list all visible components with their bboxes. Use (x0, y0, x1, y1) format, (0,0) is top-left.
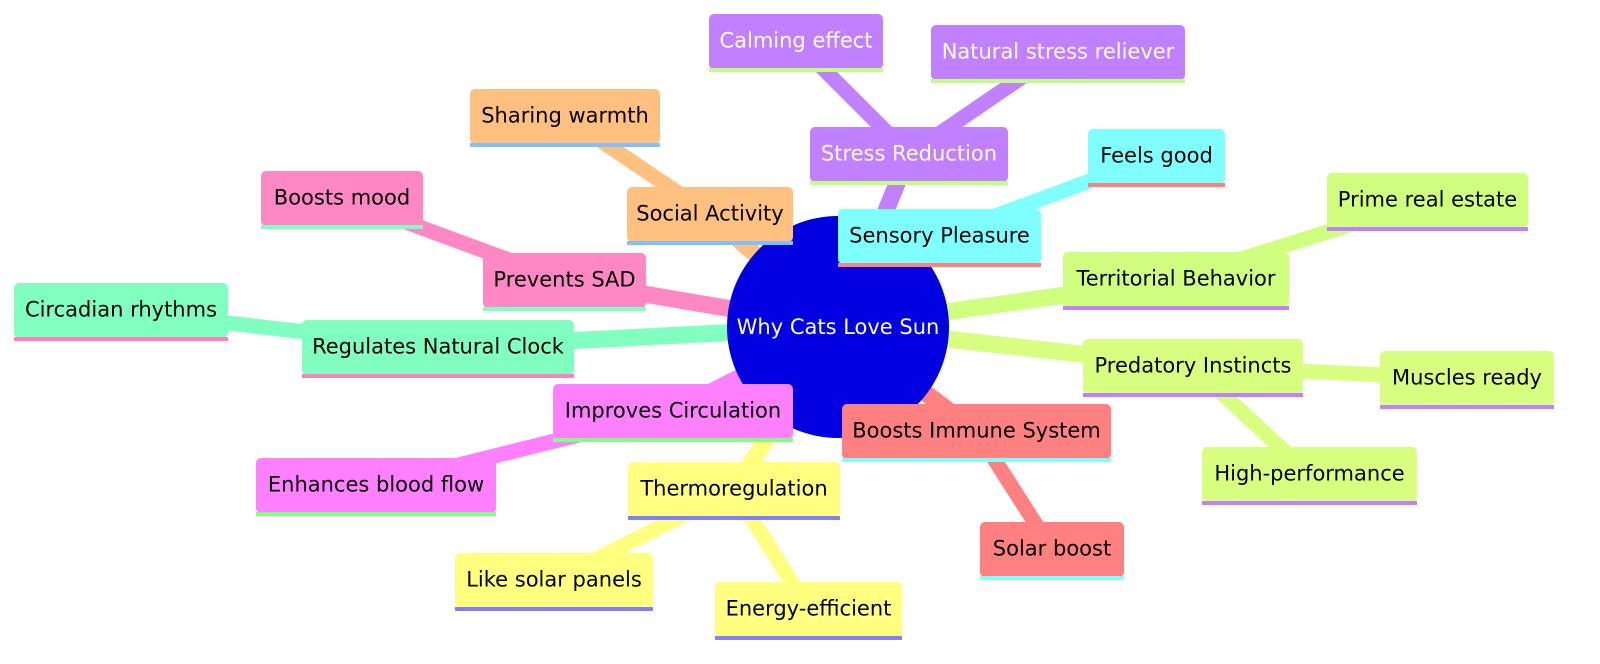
leaf-node-estate[interactable]: Prime real estate (1327, 173, 1528, 231)
node-label: Regulates Natural Clock (312, 335, 565, 359)
branch-node-stress[interactable]: Stress Reduction (810, 127, 1008, 185)
leaf-node-reliever[interactable]: Natural stress reliever (931, 25, 1185, 83)
node-label: Prime real estate (1338, 188, 1517, 212)
node-underline (842, 458, 1111, 462)
node-box (553, 384, 793, 439)
node-underline (810, 181, 1008, 185)
root-circle (727, 216, 949, 438)
node-label: Like solar panels (466, 568, 642, 592)
node-underline (256, 512, 496, 516)
leaf-node-warmth[interactable]: Sharing warmth (470, 89, 660, 147)
node-label: Stress Reduction (821, 142, 997, 166)
branch-node-social[interactable]: Social Activity (627, 187, 793, 245)
node-box (931, 25, 1185, 80)
branch-node-immune[interactable]: Boosts Immune System (842, 404, 1111, 462)
node-underline (627, 241, 793, 245)
branch-node-clock[interactable]: Regulates Natural Clock (302, 320, 574, 378)
node-underline (931, 79, 1185, 83)
leaf-node-performance[interactable]: High-performance (1202, 447, 1417, 505)
node-underline (709, 68, 883, 72)
node-box (627, 187, 793, 242)
node-label: Natural stress reliever (942, 40, 1175, 64)
node-label: Sensory Pleasure (849, 224, 1030, 248)
node-box (256, 458, 496, 513)
node-underline (1327, 227, 1528, 231)
node-box (1327, 173, 1528, 228)
node-label: Thermoregulation (639, 477, 827, 501)
node-label: Sharing warmth (481, 104, 649, 128)
node-box (709, 14, 883, 69)
node-label: Solar boost (993, 537, 1111, 561)
node-box (1083, 339, 1303, 394)
leaf-node-muscles[interactable]: Muscles ready (1380, 351, 1554, 409)
node-underline (261, 225, 423, 229)
node-label: Predatory Instincts (1095, 354, 1292, 378)
node-box (470, 89, 660, 144)
node-underline (1380, 405, 1554, 409)
branch-node-territorial[interactable]: Territorial Behavior (1063, 252, 1289, 310)
leaf-node-circadian[interactable]: Circadian rhythms (14, 283, 228, 341)
node-underline (470, 143, 660, 147)
node-underline (483, 307, 646, 311)
leaf-node-solar-boost[interactable]: Solar boost (980, 522, 1124, 580)
node-label: Improves Circulation (565, 399, 781, 423)
node-box (715, 582, 902, 637)
branch-node-sensory[interactable]: Sensory Pleasure (838, 209, 1041, 267)
node-box (14, 283, 228, 338)
node-label: Muscles ready (1392, 366, 1542, 390)
node-underline (14, 337, 228, 341)
node-label: High-performance (1214, 462, 1404, 486)
node-underline (628, 516, 840, 520)
leaf-node-calming[interactable]: Calming effect (709, 14, 883, 72)
leaf-node-blood[interactable]: Enhances blood flow (256, 458, 496, 516)
node-underline (553, 438, 793, 442)
leaf-node-energy[interactable]: Energy-efficient (715, 582, 902, 640)
node-box (628, 462, 840, 517)
leaf-node-feels[interactable]: Feels good (1088, 129, 1225, 187)
node-label: Enhances blood flow (268, 473, 484, 497)
node-underline (838, 263, 1041, 267)
node-underline (302, 374, 574, 378)
node-label: Calming effect (719, 29, 872, 53)
node-box (980, 522, 1124, 577)
node-underline (1088, 183, 1225, 187)
node-underline (715, 636, 902, 640)
node-label: Circadian rhythms (25, 298, 217, 322)
branch-node-sad[interactable]: Prevents SAD (483, 253, 646, 311)
node-underline (455, 607, 653, 611)
node-box (261, 171, 423, 226)
root-label: Why Cats Love Sun (737, 315, 940, 339)
node-label: Feels good (1100, 144, 1213, 168)
node-underline (1202, 501, 1417, 505)
node-box (1063, 252, 1289, 307)
node-box (1088, 129, 1225, 184)
node-box (842, 404, 1111, 459)
node-underline (1083, 393, 1303, 397)
node-box (1202, 447, 1417, 502)
branch-node-thermo[interactable]: Thermoregulation (628, 462, 840, 520)
node-box (483, 253, 646, 308)
leaf-node-mood[interactable]: Boosts mood (261, 171, 423, 229)
node-label: Social Activity (636, 202, 783, 226)
node-underline (980, 576, 1124, 580)
branch-node-circ[interactable]: Improves Circulation (553, 384, 793, 442)
root-node[interactable]: Why Cats Love Sun (727, 216, 949, 438)
leaf-node-solar-panels[interactable]: Like solar panels (455, 553, 653, 611)
node-box (302, 320, 574, 375)
node-label: Prevents SAD (493, 268, 635, 292)
node-box (1380, 351, 1554, 406)
node-box (810, 127, 1008, 182)
node-underline (1063, 306, 1289, 310)
node-label: Territorial Behavior (1075, 267, 1275, 291)
branch-node-predatory[interactable]: Predatory Instincts (1083, 339, 1303, 397)
node-label: Energy-efficient (726, 597, 892, 621)
node-box (455, 553, 653, 608)
node-box (838, 209, 1041, 264)
node-label: Boosts Immune System (852, 419, 1101, 443)
node-label: Boosts mood (274, 186, 410, 210)
